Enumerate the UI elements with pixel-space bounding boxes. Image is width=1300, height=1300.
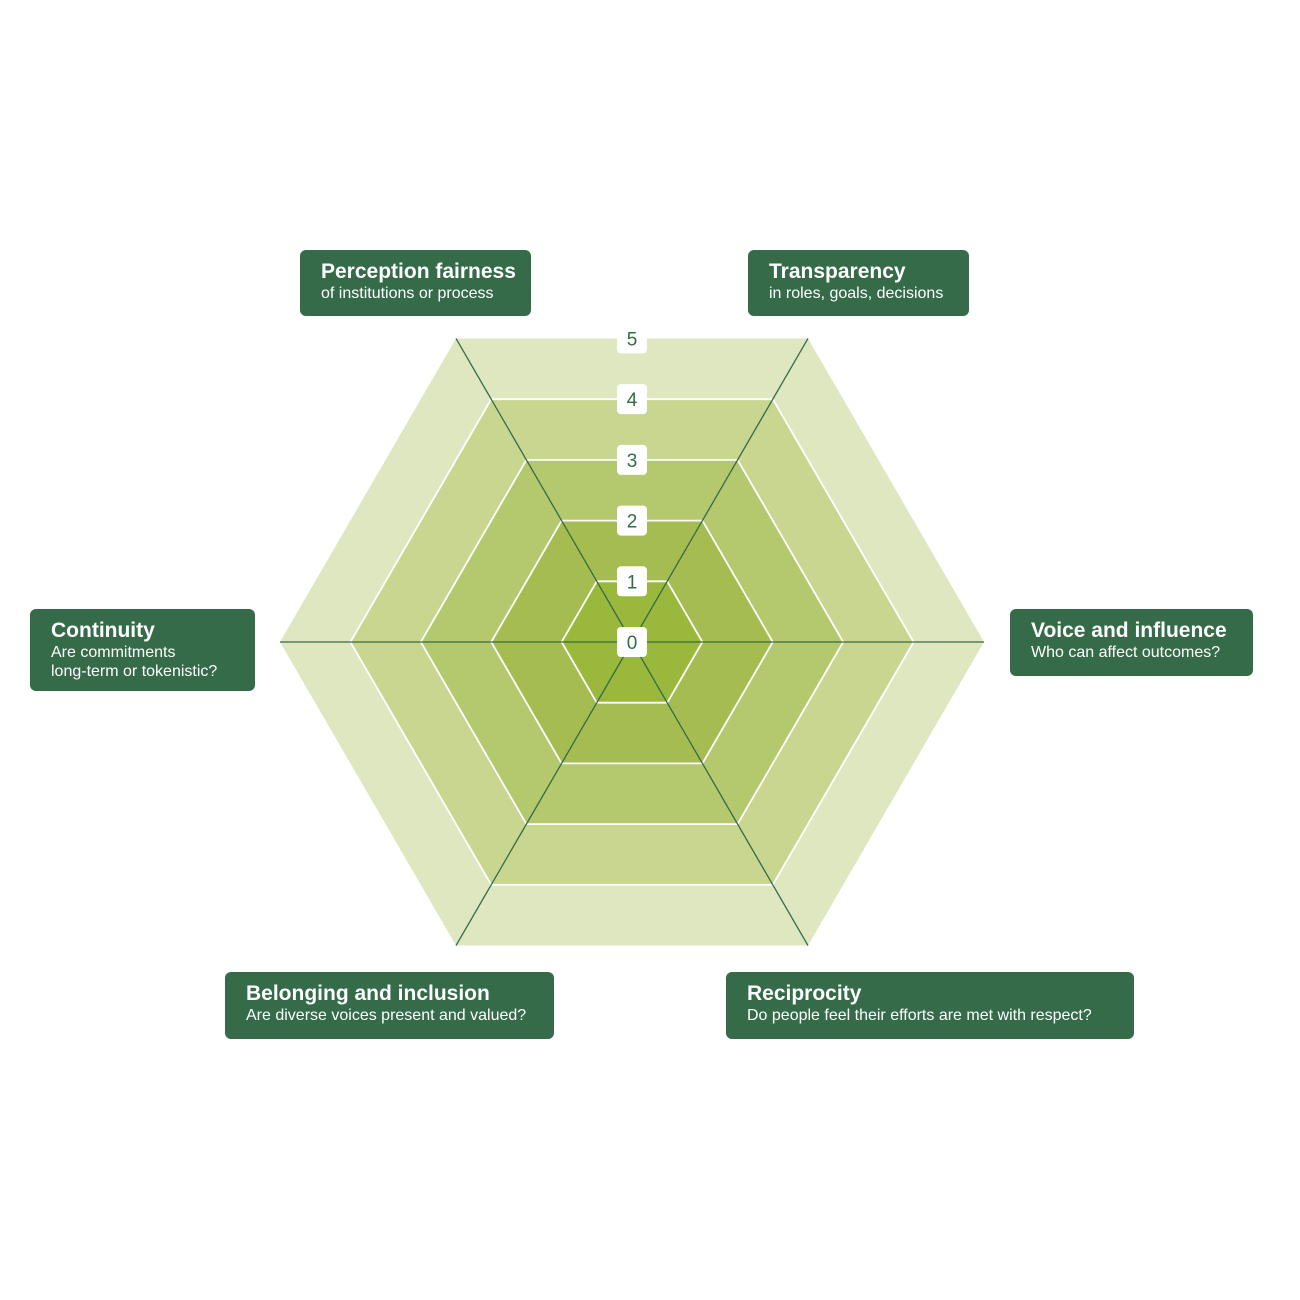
axis-subtitle: of institutions or process [321, 285, 494, 302]
tick-badge-4 [617, 384, 647, 415]
axis-label-voice-and-influence: Voice and influence Who can affect outco… [1010, 609, 1253, 676]
axis-label-belonging-and-inclusion: Belonging and inclusion Are diverse voic… [225, 972, 554, 1039]
tick-badge-5 [617, 323, 647, 354]
axis-subtitle: Are diverse voices present and valued? [246, 1007, 527, 1024]
tick-label-4: 4 [627, 390, 638, 411]
tick-label-2: 2 [627, 512, 638, 533]
axis-title: Perception fairness [321, 260, 516, 283]
axis-subtitle: Do people feel their efforts are met wit… [747, 1007, 1092, 1024]
axis-line-1 [455, 338, 633, 643]
axis-label-reciprocity: Reciprocity Do people feel their efforts… [726, 972, 1134, 1039]
tick-badge-1 [617, 566, 647, 597]
axis-label-continuity: Continuity Are commitments long-term or … [30, 609, 255, 691]
axis-title: Reciprocity [747, 982, 862, 1005]
tick-label-5: 5 [627, 329, 638, 350]
axis-line-2 [631, 338, 809, 643]
axis-label-transparency: Transparency in roles, goals, decisions [748, 250, 969, 316]
tick-label-0: 0 [627, 633, 638, 654]
axis-title: Continuity [51, 619, 155, 642]
axis-title: Voice and influence [1031, 619, 1227, 642]
axis-title: Transparency [769, 260, 906, 283]
tick-badge-3 [617, 444, 647, 475]
axis-subtitle: in roles, goals, decisions [769, 285, 944, 302]
axis-label-perception-fairness: Perception fairness of institutions or p… [300, 250, 531, 316]
tick-badge-2 [617, 505, 647, 536]
axis-line-5 [455, 641, 633, 946]
tick-badge-0 [617, 627, 647, 657]
tick-label-1: 1 [627, 572, 638, 593]
axis-title: Belonging and inclusion [246, 982, 490, 1005]
axis-subtitle: Are commitments long-term or tokenistic? [51, 644, 218, 680]
axis-subtitle: Who can affect outcomes? [1031, 644, 1221, 661]
tick-label-3: 3 [627, 451, 638, 472]
axis-line-4 [631, 641, 809, 946]
